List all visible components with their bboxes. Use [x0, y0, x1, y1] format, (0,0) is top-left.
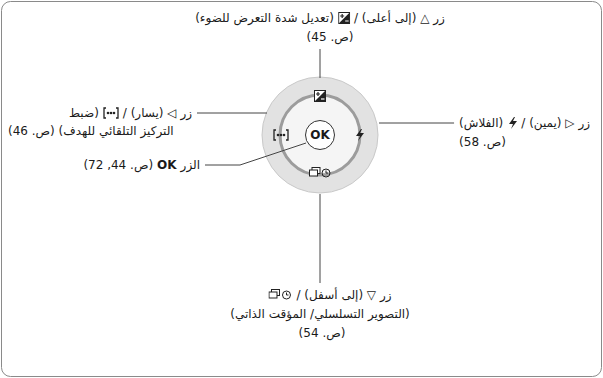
page-ref: (ص. 54)	[299, 325, 346, 341]
page-ref: (ص. 44, 72)	[83, 157, 153, 173]
function-name: التركيز التلقائي للهدف) (ص. 46)	[8, 123, 174, 139]
leader-line	[379, 123, 454, 124]
button-name: زر ◁ (يسار) /	[123, 105, 192, 121]
flash-icon	[356, 129, 364, 141]
ok-button: OK	[305, 120, 335, 150]
button-name: OK	[157, 157, 177, 173]
function-name: (الفلاش)	[459, 115, 503, 131]
page-ref: (ص. 58)	[459, 134, 506, 150]
callout-label: زر ▽ (إلى أسفل) /	[268, 287, 391, 303]
leader-line	[320, 194, 321, 283]
exposure-icon	[338, 12, 350, 24]
page-ref: (ص. 45)	[307, 29, 354, 45]
callout-label: زر ▷ (يمين) / (الفلاش)	[459, 115, 590, 131]
callout-label: التركيز التلقائي للهدف) (ص. 46)	[8, 123, 174, 139]
arrow-pad	[262, 77, 378, 193]
button-name: زر ▽ (إلى أسفل) /	[296, 287, 391, 303]
exposure-icon	[315, 91, 326, 102]
button-name: الزر	[181, 157, 200, 173]
pad-ring	[280, 95, 360, 175]
function-name: (تعديل شدة التعرض للضوء)	[195, 10, 334, 26]
button-name: زر △ (إلى أعلى) /	[354, 10, 445, 26]
callout-label: زر △ (إلى أعلى) / (تعديل شدة التعرض للضو…	[195, 10, 445, 26]
leader-line	[205, 143, 306, 165]
function-name: (ضبط	[69, 105, 99, 121]
sequence-timer-icon	[310, 168, 331, 178]
af-target-icon	[103, 107, 119, 119]
callout-label: زر ◁ (يسار) / (ضبط	[69, 105, 192, 121]
callout-label: (التصوير التسلسلي/ المؤقت الذاتي)	[230, 306, 410, 322]
leader-line	[197, 113, 267, 114]
af-target-icon	[274, 130, 288, 140]
page-ref: (ص. 45)	[307, 29, 354, 45]
button-label: OK	[310, 128, 330, 142]
leader-line	[320, 49, 321, 78]
button-name: زر ▷ (يمين) /	[521, 115, 590, 131]
page-ref: (ص. 58)	[459, 134, 506, 150]
sequence-timer-icon	[268, 289, 292, 301]
callout-label: الزر OK (ص. 44, 72)	[83, 157, 200, 173]
page-ref: (ص. 54)	[299, 325, 346, 341]
function-name: (التصوير التسلسلي/ المؤقت الذاتي)	[230, 306, 410, 322]
flash-icon	[507, 117, 517, 129]
